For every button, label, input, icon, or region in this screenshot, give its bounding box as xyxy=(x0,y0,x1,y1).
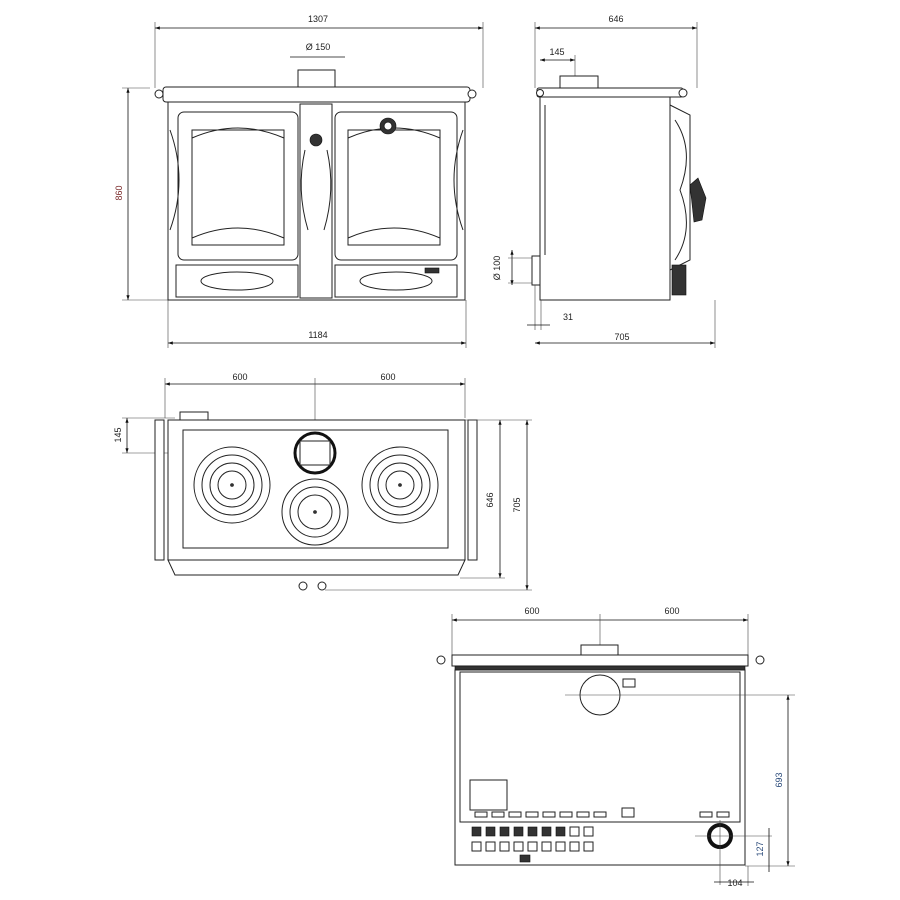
dim-front-height: 860 xyxy=(114,185,124,200)
dim-back-flue-height: 693 xyxy=(774,772,784,787)
dim-flue-diameter: Ø 150 xyxy=(306,42,331,52)
terminal-grid xyxy=(471,826,594,852)
dim-side-depth-top: 646 xyxy=(608,14,623,24)
burner-right xyxy=(361,446,439,524)
dim-back-half-left: 600 xyxy=(524,606,539,616)
dim-front-width-total: 1307 xyxy=(308,14,328,24)
dim-back-half-right: 600 xyxy=(664,606,679,616)
dim-side-flue-offset: 145 xyxy=(549,47,564,57)
dim-top-flue-offset: 145 xyxy=(113,427,123,442)
front-view: 1307 Ø 150 860 1184 xyxy=(114,14,484,348)
side-view: 646 145 Ø 100 31 705 xyxy=(492,14,716,348)
dim-back-outlet-height: 127 xyxy=(755,841,765,856)
dim-top-half-left: 600 xyxy=(232,372,247,382)
burner-left xyxy=(193,446,271,524)
dim-front-width-body: 1184 xyxy=(308,330,327,340)
top-view: 600 600 145 646 705 xyxy=(113,372,532,591)
vent-row xyxy=(474,807,730,818)
dim-top-depth-body: 646 xyxy=(485,492,495,507)
dim-side-depth-total: 705 xyxy=(614,332,629,342)
dim-outlet-offset: 31 xyxy=(563,312,573,322)
dim-back-outlet-offset: 104 xyxy=(727,878,742,888)
dim-top-depth-total: 705 xyxy=(512,497,522,512)
dim-outlet-diameter: Ø 100 xyxy=(492,256,502,281)
back-view: 600 600 693 127 104 xyxy=(436,606,795,888)
burner-center xyxy=(281,478,349,546)
dim-top-half-right: 600 xyxy=(380,372,395,382)
